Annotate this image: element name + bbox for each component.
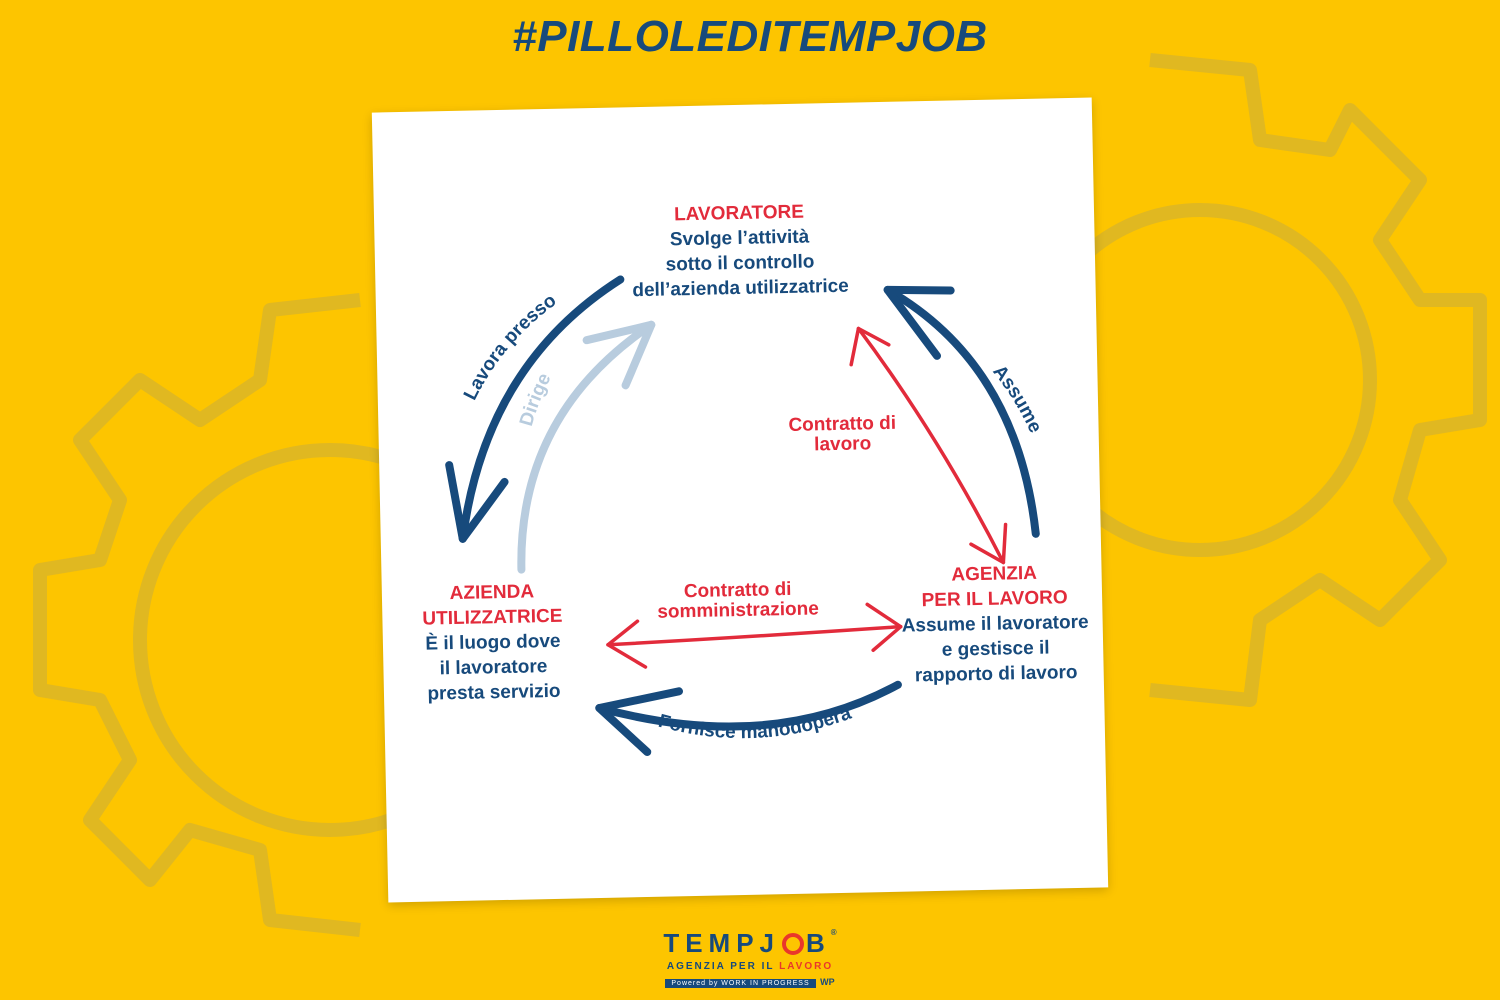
logo-word-right: B — [806, 928, 831, 958]
diagram-card: Lavora presso Dirige Assume Fornisce man… — [371, 97, 1109, 903]
logo-wp-mark: WP — [820, 977, 835, 987]
edge-label-contratto-somm-2: somministrazione — [657, 598, 820, 623]
arrow-dirige — [517, 320, 656, 574]
edge-label-fornisce: Fornisce manodopera — [656, 702, 855, 745]
logo-gear-icon — [782, 933, 804, 955]
arrow-contratto-somm-head-right — [865, 602, 903, 652]
edge-label-contratto-lavoro: Contratto di lavoro — [788, 412, 897, 456]
gear-outline-left — [33, 293, 361, 937]
arrow-dirige-head — [582, 320, 656, 390]
arrow-assume-head — [883, 285, 955, 360]
arrow-fornisce — [595, 680, 902, 731]
arrow-lavora-presso — [458, 275, 625, 543]
logo-powered-row: Powered by WORK IN PROGRESS WP — [0, 972, 1500, 990]
arrow-contratto-lavoro — [856, 326, 1006, 565]
arrow-contratto-somministrazione — [606, 624, 903, 647]
tempjob-logo: TEMPJ B® AGENZIA PER IL LAVORO Powered by… — [0, 928, 1500, 990]
arrow-contratto-lavoro-head-bottom — [969, 522, 1008, 565]
node-agenzia-desc-1: Assume il lavoratore — [901, 611, 1089, 637]
logo-word-left: TEMPJ — [663, 928, 780, 958]
logo-registered: ® — [830, 928, 837, 937]
node-agenzia-lavoro: AGENZIA PER IL LAVORO Assume il lavorato… — [886, 559, 1104, 688]
edge-label-contratto-somministrazione: Contratto di somministrazione — [657, 579, 820, 623]
logo-tagline-right: LAVORO — [779, 961, 834, 972]
logo-wordmark: TEMPJ B® — [0, 928, 1500, 959]
node-lavoratore: LAVORATORE Svolge l’attività sotto il co… — [574, 198, 906, 305]
node-azienda-utilizzatrice: AZIENDA UTILIZZATRICE È il luogo dove il… — [382, 578, 605, 708]
logo-tagline-left: AGENZIA PER IL — [666, 961, 780, 972]
arrow-contratto-lavoro-head-top — [849, 326, 891, 367]
arrow-fornisce-head — [595, 687, 683, 756]
page-title: #PILLOLEDITEMPJOB — [512, 12, 988, 61]
diagram-arrows: Lavora presso Dirige Assume Fornisce man… — [445, 275, 1046, 756]
arrow-contratto-somm-head-left — [606, 619, 648, 669]
edge-label-contratto-lavoro-2: lavoro — [813, 433, 872, 456]
gear-outline-right — [1149, 53, 1487, 707]
node-azienda-desc-3: presta servizio — [427, 680, 561, 705]
node-agenzia-desc-3: rapporto di lavoro — [914, 661, 1078, 687]
logo-powered-by: Powered by WORK IN PROGRESS — [665, 979, 816, 988]
edge-label-contratto-lavoro-1: Contratto di — [788, 412, 897, 436]
arrow-assume — [883, 285, 1040, 538]
arrow-lavora-presso-head — [445, 461, 509, 543]
logo-tagline: AGENZIA PER IL LAVORO — [0, 961, 1500, 972]
